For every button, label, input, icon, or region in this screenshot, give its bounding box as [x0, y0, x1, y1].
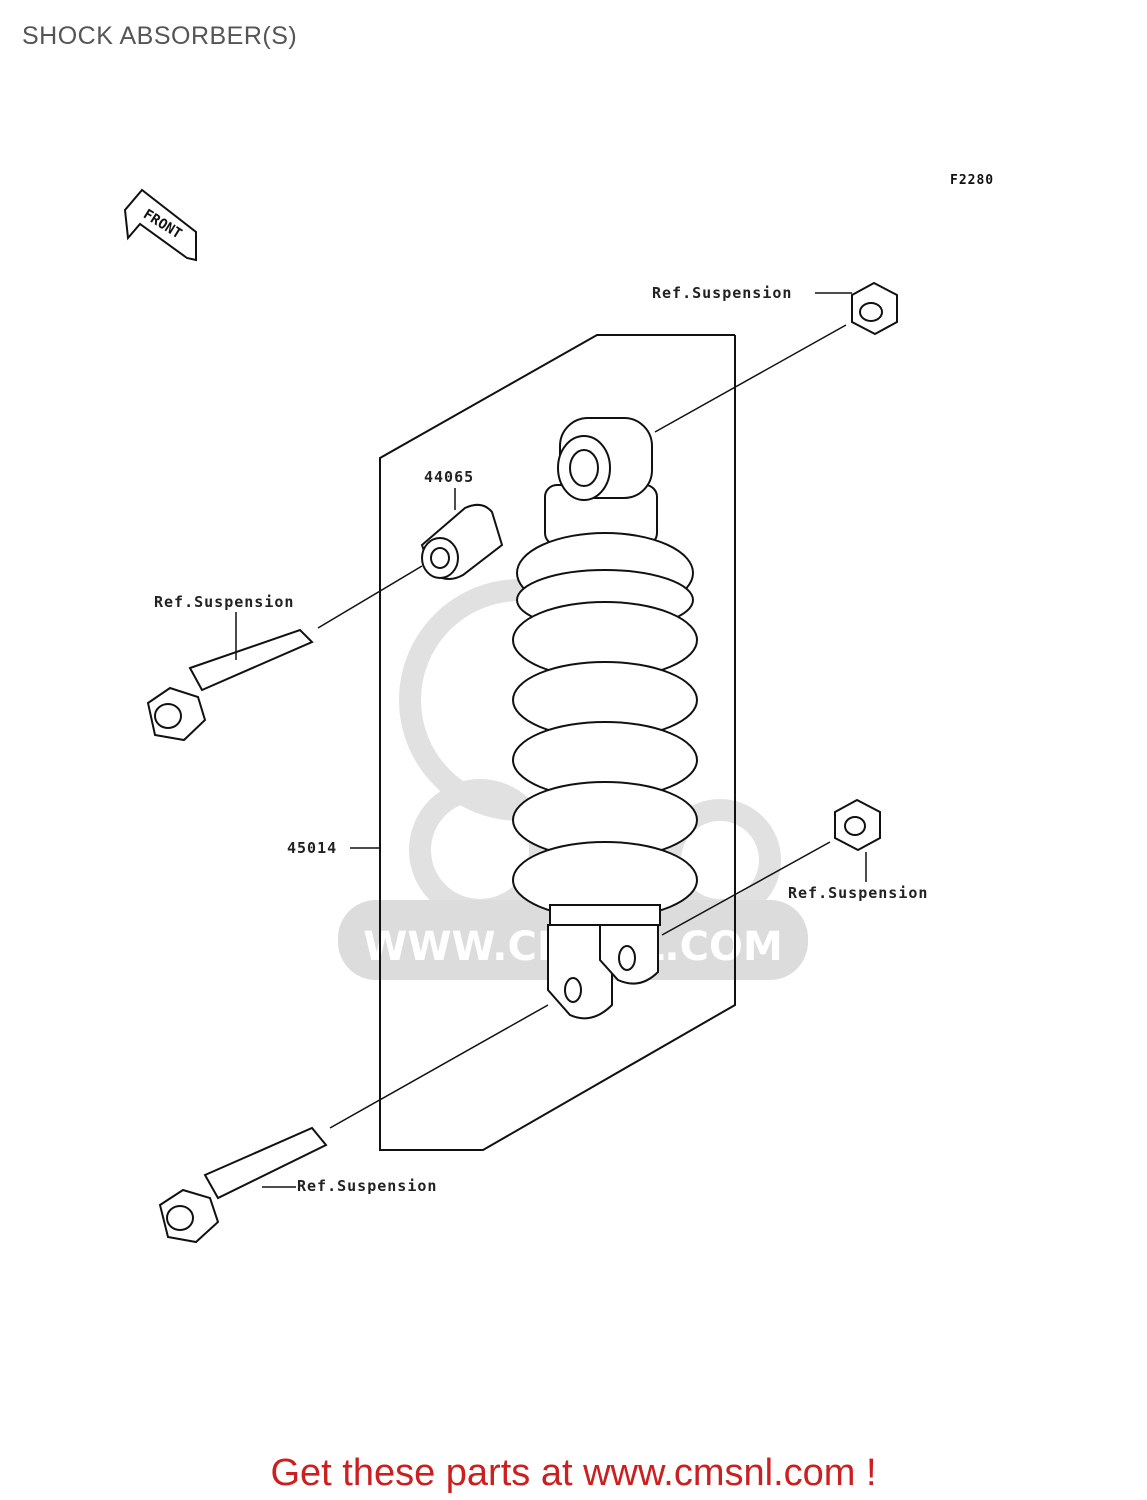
nut-bottom-axis	[661, 841, 831, 936]
callout-nut-top[interactable]: Ref.Suspension	[652, 284, 793, 302]
callout-bolt-top[interactable]: Ref.Suspension	[154, 593, 295, 611]
callout-nut-bottom[interactable]: Ref.Suspension	[788, 884, 929, 902]
callout-part-44065[interactable]: 44065	[424, 468, 475, 486]
bolt-bottom-icon	[158, 1126, 328, 1244]
nut-top-axis	[654, 324, 847, 433]
footer-parts-link[interactable]: Get these parts at www.cmsnl.com !	[270, 1452, 877, 1494]
nut-bottom-icon	[834, 798, 881, 852]
page-title: SHOCK ABSORBER(S)	[22, 22, 298, 50]
collar-icon	[420, 503, 504, 580]
front-arrow-icon: FRONT	[123, 188, 197, 262]
bolt-top-icon	[146, 628, 314, 742]
bolt-top-axis	[317, 565, 423, 629]
assembly-bracket	[379, 334, 736, 1151]
nut-top-icon	[851, 281, 898, 336]
shock-absorber-icon	[512, 417, 698, 1020]
shock-bottom-axis	[329, 1004, 549, 1129]
callout-part-45014[interactable]: 45014	[287, 839, 338, 857]
figure-code: F2280	[950, 173, 994, 188]
callout-bolt-bottom[interactable]: Ref.Suspension	[297, 1177, 438, 1195]
